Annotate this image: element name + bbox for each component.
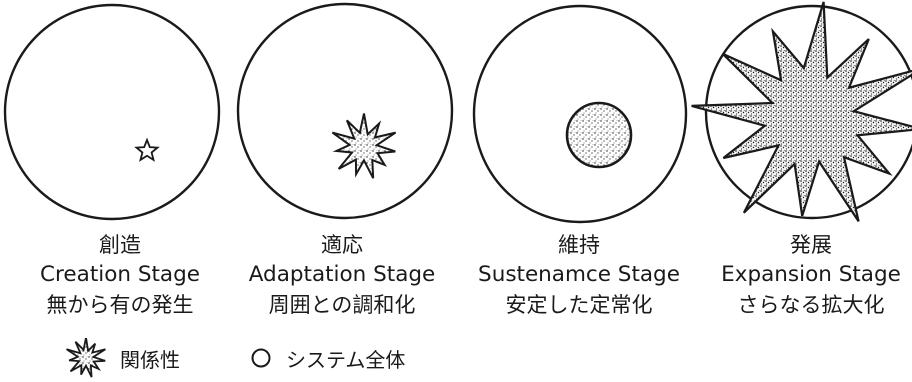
starburst-icon [331,113,397,179]
star-icon [134,137,160,162]
system-circle-adaptation [236,2,454,220]
stage-title-en: Expansion Stage [721,262,901,287]
legend-relationship-label: 関係性 [120,347,180,372]
stage-title-en: Creation Stage [40,262,200,287]
starburst-icon [66,338,106,378]
legend-relationship: 関係性 [64,338,180,378]
stage-title-en: Adaptation Stage [248,262,436,287]
stage-caption-expansion: 発展 Expansion Stage さらなる拡大化 [691,230,912,320]
stage-description: 無から有の発生 [46,293,194,317]
stage-description: さらなる拡大化 [737,293,885,317]
stage-description: 周囲との調和化 [268,293,416,317]
stage-title-ja: 発展 [790,233,832,257]
stage-caption-sustenance: 維持 Sustenamce Stage 安定した定常化 [459,230,699,320]
legend-system: システム全体 [248,338,405,378]
large-starburst-icon [691,1,912,223]
stage-caption-adaptation: 適応 Adaptation Stage 周囲との調和化 [222,230,462,320]
system-circle-expansion [704,4,912,220]
system-circle-creation [3,3,221,221]
circle-outline-icon [251,348,271,368]
system-circle-sustenance [472,4,688,224]
stage-title-ja: 創造 [99,233,141,257]
stage-title-ja: 維持 [558,233,600,257]
stage-title-ja: 適応 [321,233,363,257]
stage-caption-creation: 創造 Creation Stage 無から有の発生 [0,230,240,320]
stage-description: 安定した定常化 [505,293,653,317]
legend-system-label: システム全体 [286,347,406,372]
stage-title-en: Sustenamce Stage [478,262,680,287]
circle-icon [565,101,633,169]
